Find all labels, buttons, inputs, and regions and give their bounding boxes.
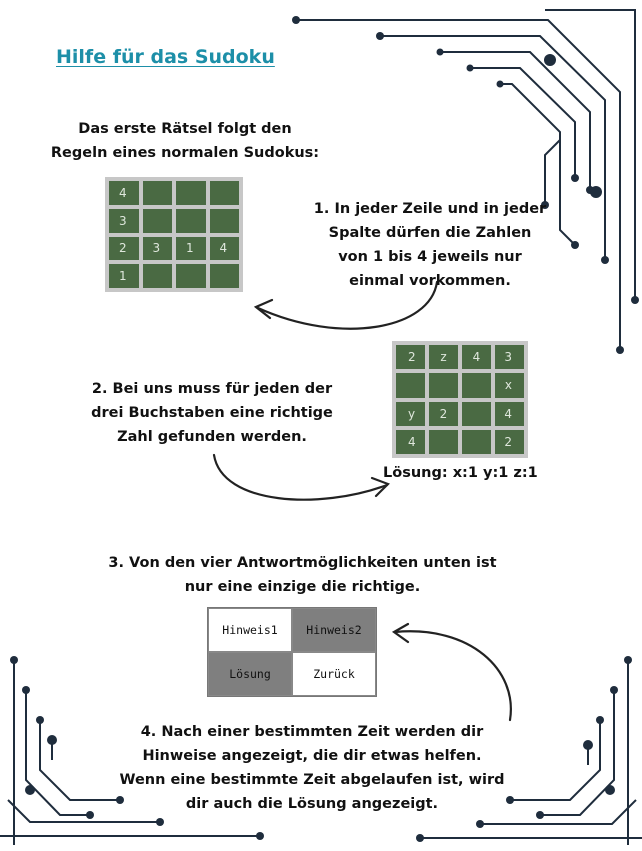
grid-cell: 4 — [109, 181, 139, 205]
arrows — [212, 280, 512, 722]
circuit-bottom-right-nodes — [416, 656, 632, 842]
circuit-top-right-nodes — [292, 16, 639, 354]
rule-line: Hinweise angezeigt, die dir etwas helfen… — [142, 748, 482, 764]
circuit-top-right — [296, 9, 636, 350]
hint2-button[interactable]: Hinweis2 — [292, 608, 376, 652]
grid-cell — [462, 373, 491, 398]
arrow-3-head — [391, 622, 410, 644]
grid-cell: 4 — [396, 429, 425, 454]
grid-cell: 2 — [396, 345, 425, 370]
grid-cell: z — [429, 345, 458, 370]
circuit-bottom-right — [420, 660, 642, 845]
grid-cell: 4 — [209, 236, 239, 261]
hint1-button[interactable]: Hinweis1 — [208, 608, 292, 652]
intro-line: Das erste Rätsel folgt den — [78, 121, 292, 137]
grid-cell: y — [396, 401, 425, 426]
grid-cell: 2 — [109, 236, 139, 261]
rule-2-text: 2. Bei uns muss für jeden der drei Buchs… — [72, 377, 352, 449]
grid-cell: 2 — [495, 429, 524, 454]
rule-1-text: 1. In jeder Zeile und in jeder Spalte dü… — [295, 197, 565, 293]
rule-line: Spalte dürfen die Zahlen — [328, 225, 532, 241]
grid-cell — [429, 429, 458, 454]
page-title: Hilfe für das Sudoku — [56, 46, 275, 68]
grid-cell — [429, 373, 458, 398]
arrow-3 — [393, 630, 512, 722]
circuit-bottom-left-nodes — [10, 656, 264, 840]
grid-cell — [142, 181, 172, 205]
rule-3-text: 3. Von den vier Antwortmöglichkeiten unt… — [80, 551, 525, 599]
grid-cell — [462, 401, 491, 426]
grid-cell: x — [495, 373, 524, 398]
arrow-2-head — [370, 476, 390, 498]
grid-cell: 1 — [176, 236, 206, 261]
rule-4-text: 4. Nach einer bestimmten Zeit werden dir… — [92, 720, 532, 816]
solution-text: Lösung: x:1 y:1 z:1 — [383, 465, 538, 481]
rule-line: 1. In jeder Zeile und in jeder — [313, 201, 547, 217]
grid-cell: 3 — [142, 236, 172, 261]
rule-line: von 1 bis 4 jeweils nur — [338, 249, 522, 265]
arrow-2 — [212, 453, 389, 501]
rule-line: Zahl gefunden werden. — [117, 429, 307, 445]
grid-cell — [396, 373, 425, 398]
grid-cell — [209, 264, 239, 288]
grid-cell — [209, 208, 239, 233]
rule-line: 2. Bei uns muss für jeden der — [91, 381, 333, 397]
rule-line: einmal vorkommen. — [349, 273, 511, 289]
intro-text: Das erste Rätsel folgt den Regeln eines … — [30, 117, 340, 165]
circuit-bottom-left — [0, 660, 260, 845]
rule-line: nur eine einzige die richtige. — [184, 579, 421, 595]
grid-cell: 4 — [462, 345, 491, 370]
rule-line: Wenn eine bestimmte Zeit abgelaufen ist,… — [119, 772, 505, 788]
grid-cell: 3 — [109, 208, 139, 233]
grid-cell — [142, 208, 172, 233]
arrow-1-head — [253, 298, 274, 320]
rule-line: dir auch die Lösung angezeigt. — [185, 796, 439, 812]
grid-cell — [176, 208, 206, 233]
grid-cell — [462, 429, 491, 454]
back-button[interactable]: Zurück — [292, 652, 376, 696]
solution-button[interactable]: Lösung — [208, 652, 292, 696]
grid-cell: 1 — [109, 264, 139, 288]
grid-cell: 4 — [495, 401, 524, 426]
rule-line: 4. Nach einer bestimmten Zeit werden dir — [140, 724, 484, 740]
grid-cell — [176, 181, 206, 205]
grid-cell — [209, 181, 239, 205]
arrow-1 — [256, 280, 439, 330]
intro-line: Regeln eines normalen Sudokus: — [50, 145, 320, 161]
grid-cell: 3 — [495, 345, 524, 370]
grid-cell — [176, 264, 206, 288]
rule-line: drei Buchstaben eine richtige — [91, 405, 333, 421]
grid-cell — [142, 264, 172, 288]
answer-button-grid: Hinweis1 Hinweis2 Lösung Zurück — [207, 607, 377, 697]
rule-line: 3. Von den vier Antwortmöglichkeiten unt… — [108, 555, 497, 571]
grid-cell: 2 — [429, 401, 458, 426]
